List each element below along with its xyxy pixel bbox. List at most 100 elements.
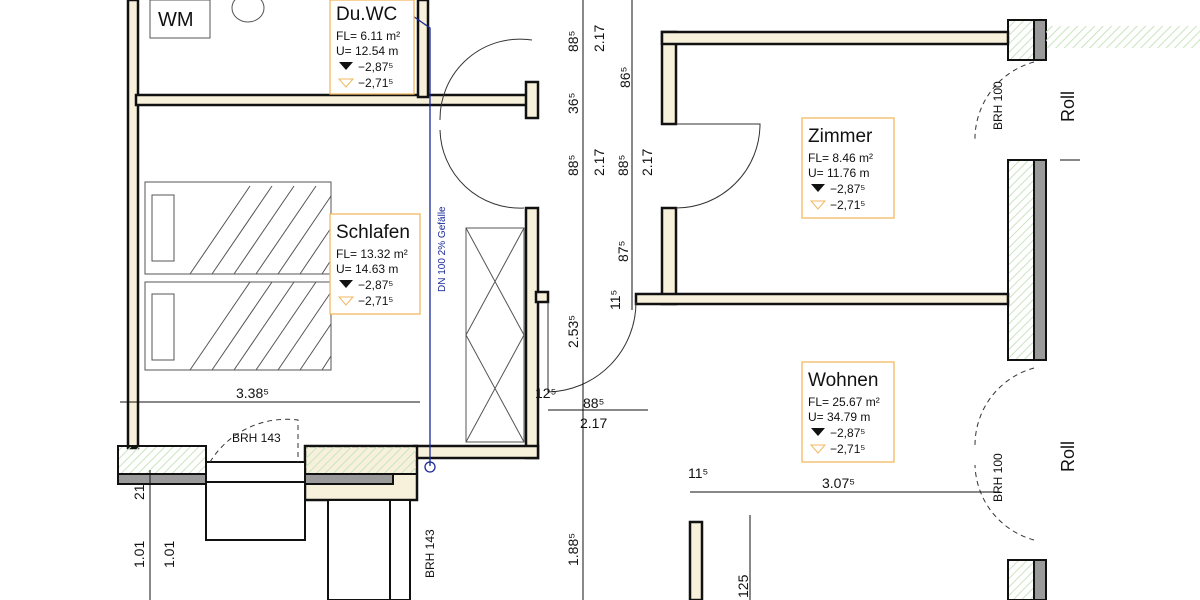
room-perimeter: U= 12.54 m: [336, 44, 398, 58]
level-finished-icon: [337, 296, 355, 306]
room-name: Schlafen: [336, 222, 410, 243]
door-swings: [209, 38, 1035, 541]
pillow-lower: [151, 293, 175, 361]
brh-right-upper: BRH 100: [991, 81, 1005, 130]
level-raw-icon: [811, 184, 825, 192]
dim-88-mid2: 88⁵: [615, 155, 631, 176]
level-raw: −2,87⁵: [358, 278, 393, 292]
room-area: FL= 8.46 m²: [808, 151, 873, 165]
drain-outlet: [424, 461, 436, 473]
dim-101b: 1.01: [161, 541, 177, 568]
dim-87: 87⁵: [615, 241, 631, 262]
bed-hatch-upper: [189, 185, 332, 275]
bed-hatch-lower: [189, 281, 332, 371]
room-perimeter: U= 11.76 m: [808, 166, 869, 180]
room-perimeter: U= 14.63 m: [336, 262, 398, 276]
window-vertical-bottom: [389, 499, 411, 600]
level-raw: −2,87⁵: [830, 182, 865, 196]
level-finished-icon: [809, 444, 827, 454]
wall-nib: [534, 290, 550, 304]
door-zimmer: [675, 123, 761, 209]
window-bottom-left-b: [304, 445, 418, 475]
wall-schlafen-bottom: [412, 444, 540, 460]
door-flur: [547, 301, 637, 393]
door-schlafen: [439, 129, 525, 209]
door-wc: [439, 38, 533, 121]
wall-wc-right: [416, 0, 430, 99]
window-gap-bottom: [205, 461, 306, 483]
dim-11-bottom: 11⁵: [688, 465, 708, 481]
room-box: [329, 0, 415, 95]
washing-machine: [149, 0, 211, 39]
dimension-texts: 88⁵ 2.17 86⁵ 36⁵ 88⁵ 2.17 88⁵ 2.17 87⁵ 1…: [131, 25, 855, 598]
dim-86: 86⁵: [617, 67, 633, 88]
level-raw: −2,87⁵: [358, 60, 393, 74]
wall-wc-stub: [524, 80, 540, 120]
drain-label: DN 100 2% Gefälle: [437, 206, 448, 292]
level-finished-icon: [809, 200, 827, 210]
dim-217-top: 2.17: [591, 25, 607, 52]
wall-wc-schlafen: [134, 93, 530, 107]
door-right-upper: [974, 61, 1035, 143]
level-finished-icon: [337, 78, 355, 88]
dim-88-mid1: 88⁵: [565, 155, 581, 176]
column-top-right: [1033, 19, 1047, 61]
level-finished: −2,71⁵: [358, 76, 393, 90]
wall-lower-stub: [688, 520, 704, 600]
dim-12: 12⁵: [535, 385, 556, 401]
roll-lower: Roll: [1058, 441, 1078, 472]
room-wohnen: Wohnen FL= 25.67 m² U= 34.79 m −2,87⁵ −2…: [801, 361, 895, 463]
pillow-upper: [151, 194, 175, 262]
level-raw: −2,87⁵: [830, 426, 865, 440]
dim-88-bottom: 88⁵: [583, 395, 604, 411]
dim-253: 2.53⁵: [565, 315, 581, 348]
brh-right-lower: BRH 100: [991, 453, 1005, 502]
dim-188: 1.88⁵: [565, 533, 581, 566]
wall-zimmer-bottom: [634, 292, 1010, 306]
room-perimeter: U= 34.79 m: [808, 410, 870, 424]
bed-lower: [144, 281, 332, 371]
room-area: FL= 6.11 m²: [336, 29, 400, 43]
level-finished: −2,71⁵: [830, 198, 865, 212]
stair-box: [327, 499, 391, 600]
wall-zimmer-left-bottom: [660, 206, 678, 306]
sill-bottom-left: [117, 473, 207, 485]
bottom-exterior: [117, 445, 418, 600]
wall-zimmer-top: [660, 30, 1010, 46]
dim-125: 125: [735, 574, 751, 598]
wall-left: [126, 0, 140, 450]
dim-338: 3.38⁵: [236, 385, 269, 401]
room-area: FL= 13.32 m²: [336, 247, 408, 261]
wall-schlafen-right: [524, 206, 540, 460]
room-name: Du.WC: [336, 4, 397, 25]
dimension-lines: [120, 0, 1080, 600]
level-raw-icon: [811, 428, 825, 436]
balcony-box: [205, 481, 306, 541]
level-raw-icon: [339, 62, 353, 70]
sill-bottom-mid: [304, 473, 394, 485]
brh-bottom: BRH 143: [232, 431, 281, 445]
door-right-lower: [974, 367, 1035, 446]
wall-zimmer-left-top: [660, 30, 678, 126]
room-area: FL= 25.67 m²: [808, 395, 880, 409]
bed-upper: [144, 181, 332, 275]
closet: [465, 227, 525, 443]
room-name: Wohnen: [808, 370, 878, 391]
brh-bottom-vertical: BRH 143: [423, 529, 437, 578]
dim-217-bottom: 2.17: [580, 415, 607, 431]
roll-upper: Roll: [1058, 91, 1078, 122]
dim-88-top: 88⁵: [565, 31, 581, 52]
toilet: [231, 0, 265, 23]
dim-36: 36⁵: [565, 93, 581, 114]
level-raw-icon: [339, 280, 353, 288]
door-bottom: [209, 418, 299, 463]
wall-top-green: [1046, 26, 1200, 48]
right-exterior: [1007, 19, 1200, 600]
window-bottom-left-a: [117, 445, 207, 475]
room-duwc: Du.WC FL= 6.11 m² U= 12.54 m −2,87⁵ −2,7…: [329, 0, 415, 95]
level-finished: −2,71⁵: [358, 294, 393, 308]
room-schlafen: Schlafen FL= 13.32 m² U= 14.63 m −2,87⁵ …: [329, 213, 421, 315]
room-zimmer: Zimmer FL= 8.46 m² U= 11.76 m −2,87⁵ −2,…: [801, 117, 895, 219]
wm-label: WM: [158, 9, 194, 31]
